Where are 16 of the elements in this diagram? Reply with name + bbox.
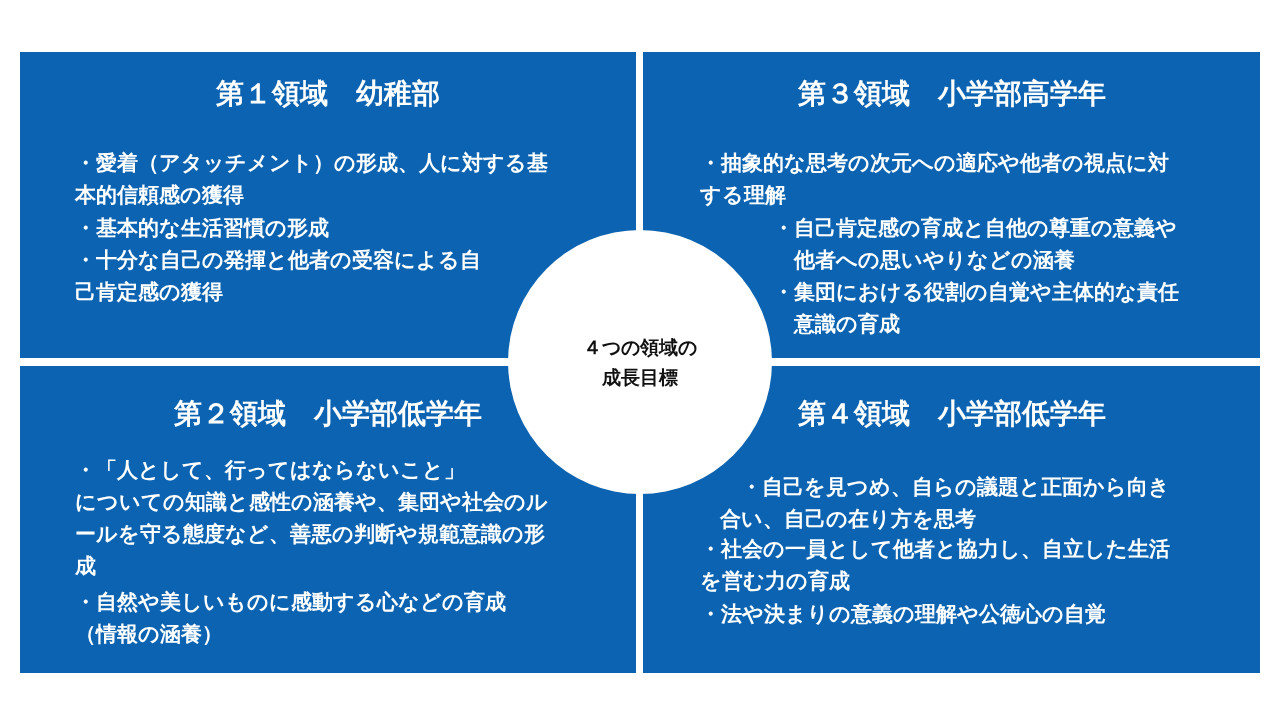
- bullet-text: ・集団における役割の自覚や主体的な責任意識の育成: [773, 279, 1180, 338]
- bullet-text: ・自然や美しいものに感動する心などの育成（情報の涵養）: [75, 589, 507, 648]
- panel-heading: 第１領域 幼稚部: [215, 76, 441, 112]
- panel-heading: 第２領域 小学部低学年: [173, 396, 483, 432]
- bullet-text: ・基本的な生活習慣の形成: [75, 215, 330, 242]
- bullet-text: ・自己を見つめ、自らの議題と正面から向き合い、自己の在り方を思考: [720, 474, 1171, 533]
- center-label: ４つの領域の成長目標: [582, 335, 698, 390]
- bullet-text: ・十分な自己の発揮と他者の受容による自己肯定感の獲得: [75, 247, 482, 306]
- panel-heading: 第４領域 小学部低学年: [796, 396, 1107, 432]
- bullet-text: ・自己肯定感の育成と自他の尊重の意義や他者への思いやりなどの涵養: [773, 215, 1178, 274]
- panel-heading: 第３領域 小学部高学年: [796, 76, 1107, 112]
- bullet-text: ・社会の一員として他者と協力し、自立した生活を営む力の育成: [700, 536, 1171, 595]
- bullet-text: ・「人として、行ってはならないこと」についての知識と感性の涵養や、集団や社会のルールを守る態度など、善悪の判断や規範意識の形成: [75, 457, 549, 580]
- bullet-text: ・愛着（アタッチメント）の形成、人に対する基本的信頼感の獲得: [75, 150, 549, 209]
- bullet-text: ・法や決まりの意義の理解や公徳心の自覚: [700, 601, 1107, 628]
- bullet-text: ・抽象的な思考の次元への適応や他者の視点に対する理解: [700, 150, 1170, 209]
